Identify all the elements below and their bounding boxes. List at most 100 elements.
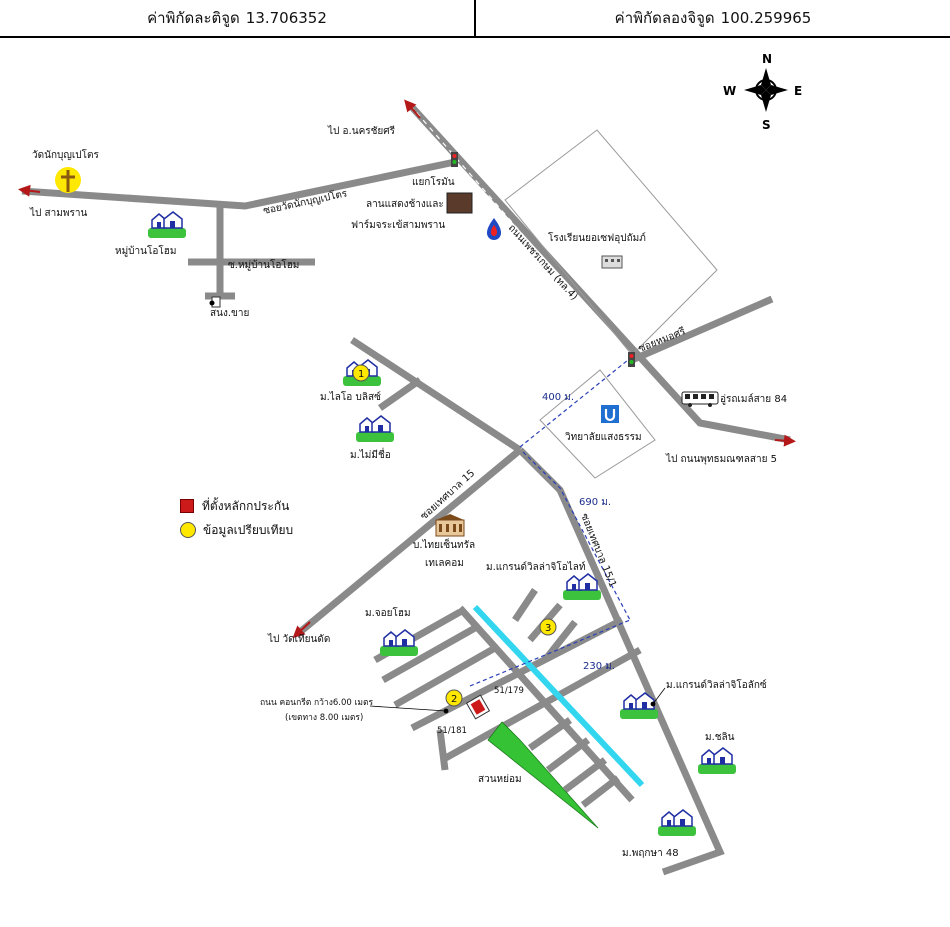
pointer-lines	[369, 687, 666, 714]
road-soi-tessaban15	[297, 447, 523, 635]
park-area	[487, 721, 599, 829]
label-dist-400: 400 ม.	[542, 392, 574, 403]
collateral-swatch	[180, 499, 194, 513]
university-icon	[601, 405, 619, 423]
comparison-marker-3: 3	[539, 618, 557, 636]
house-icon-chalin	[697, 747, 737, 775]
label-m-lio: ม.ไลโอ บลิสซ์	[320, 390, 381, 403]
label-m-pruksa48: ม.พฤกษา 48	[622, 848, 679, 859]
label-telecom: เทเลคอม	[425, 558, 464, 569]
road-village-m	[580, 775, 621, 808]
direction-arrows	[18, 99, 796, 639]
location-map: N S E W	[18, 52, 802, 876]
arrow-phutthamonthon	[774, 434, 796, 447]
latitude-value: 13.706352	[245, 9, 327, 27]
label-road-note1: ถนน คอนกรีต กว้าง6.00 เมตร	[260, 697, 374, 708]
label-addr-179: 51/179	[494, 686, 524, 696]
road-village-d	[440, 646, 642, 764]
road-to-samphran	[21, 158, 456, 210]
label-m-joy-home: ม.จอยโฮม	[365, 606, 411, 619]
label-yaek-romyen: แยกโรมัน	[412, 175, 455, 188]
longitude-value: 100.259965	[720, 9, 812, 27]
road-village-a	[381, 624, 477, 684]
gas-station-icon	[487, 218, 501, 240]
label-m-grand-villa-lux: ม.แกรนด์วิลล่าจิโอลักซ์	[666, 678, 767, 691]
label-road-note2: (เขตทาง 8.00 เมตร)	[285, 713, 363, 723]
label-school: โรงเรียนยอเซฟอุปถัมภ์	[548, 231, 646, 244]
arrow-samphran	[18, 184, 41, 197]
road-soi-tessaban15-1	[517, 447, 725, 876]
legend-collateral-label: ที่ตั้งหลักกประกัน	[202, 498, 290, 513]
comparison-marker-1: 1	[352, 364, 370, 382]
label-bus-depot: อู่รถเมล์สาย 84	[720, 393, 787, 405]
svg-text:1: 1	[358, 369, 364, 380]
latitude-label: ค่าพิกัดละติจูด	[147, 9, 240, 27]
comparison-marker-2: 2	[445, 689, 463, 707]
legend-comparison: ข้อมูลเปรียบเทียบ	[180, 518, 293, 542]
road-village-l	[562, 757, 608, 793]
label-to-wat-thian: ไป วัดเทียนดัด	[267, 633, 330, 645]
house-icon-joy-home	[379, 629, 419, 657]
compass-w: W	[723, 84, 736, 98]
label-moo-ban-ohome: หมู่บ้านโอโฮม	[115, 244, 176, 257]
label-soi-ohome: ซ.หมู่บ้านโอโฮม	[228, 258, 299, 271]
label-m-mai-mi-chue: ม.ไม่มีชื่อ	[350, 447, 391, 461]
compass-e: E	[794, 84, 802, 98]
label-elephant-show: ลานแสดงช้างและ	[366, 198, 444, 210]
canal	[472, 604, 645, 788]
legend-collateral: ที่ตั้งหลักกประกัน	[180, 494, 293, 518]
arrow-wat-thian	[292, 621, 311, 639]
label-police: สนง.ขาย	[210, 308, 249, 319]
elephant-show-photo	[446, 192, 473, 214]
svg-text:3: 3	[545, 623, 551, 634]
company-icon	[435, 514, 465, 537]
school-icon	[601, 255, 623, 269]
label-addr-181: 51/181	[437, 726, 467, 736]
label-to-phutthamonthon: ไป ถนนพุทธมณฑลสาย 5	[665, 453, 777, 465]
collateral-location	[465, 694, 491, 720]
longitude-label: ค่าพิกัดลองจิจูด	[614, 9, 715, 27]
legend: ที่ตั้งหลักกประกัน ข้อมูลเปรียบเทียบ	[180, 494, 293, 542]
distance-lines	[469, 359, 631, 687]
label-m-chalin: ม.ชลิน	[705, 732, 735, 743]
traffic-light-icon	[451, 152, 635, 367]
school-area	[504, 129, 718, 356]
house-icon-pruksa48	[657, 809, 697, 837]
label-dist-690: 690 ม.	[579, 497, 611, 508]
police-icon	[209, 296, 221, 308]
label-to-nakhon-chai-si: ไป อ.นครชัยศรี	[327, 125, 396, 137]
label-to-samphran: ไป สามพราน	[29, 207, 87, 219]
label-thai-central: บ.ไทยเซ็นทรัล	[413, 537, 475, 551]
road-lio-to-junction	[350, 337, 522, 453]
road-village-k	[545, 737, 591, 773]
label-wat-nakboon: วัดนักบุญเปโตร	[32, 148, 99, 161]
label-m-grand-villa-light: ม.แกรนด์วิลล่าจิโอไลท์	[486, 560, 585, 573]
road-phetkasem	[407, 102, 791, 444]
svg-text:2: 2	[451, 694, 457, 705]
road-village-e	[457, 605, 635, 803]
phetkasem-centerline	[409, 104, 633, 361]
arrow-nakhon-chai-si	[404, 99, 421, 119]
label-college: วิทยาลัยแสงธรรม	[565, 432, 642, 443]
latitude-cell: ค่าพิกัดละติจูด 13.706352	[0, 0, 476, 36]
coordinates-header: ค่าพิกัดละติจูด 13.706352 ค่าพิกัดลองจิจ…	[0, 0, 950, 38]
compass-rose-icon: N S E W	[723, 52, 802, 132]
road-village-b	[393, 644, 497, 709]
comparison-swatch	[180, 522, 196, 538]
road-village-j	[527, 717, 573, 751]
road-village-g	[512, 588, 538, 622]
legend-comparison-label: ข้อมูลเปรียบเทียบ	[203, 522, 294, 537]
house-icon-mai-mi-chue	[355, 415, 395, 443]
label-dist-230: 230 ม.	[583, 661, 615, 672]
road-village-i	[542, 619, 578, 663]
college-area	[539, 369, 656, 479]
bus-icon	[681, 391, 719, 407]
longitude-cell: ค่าพิกัดลองจิจูด 100.259965	[476, 0, 950, 36]
house-icon-ohome	[147, 211, 187, 239]
label-crocodile-farm: ฟาร์มจระเข้สามพราน	[351, 219, 445, 231]
road-village-f	[436, 729, 449, 771]
compass-s: S	[762, 118, 771, 132]
cross-icon	[55, 167, 81, 193]
label-park: สวนหย่อม	[478, 774, 522, 785]
road-lio-branch	[377, 377, 423, 411]
